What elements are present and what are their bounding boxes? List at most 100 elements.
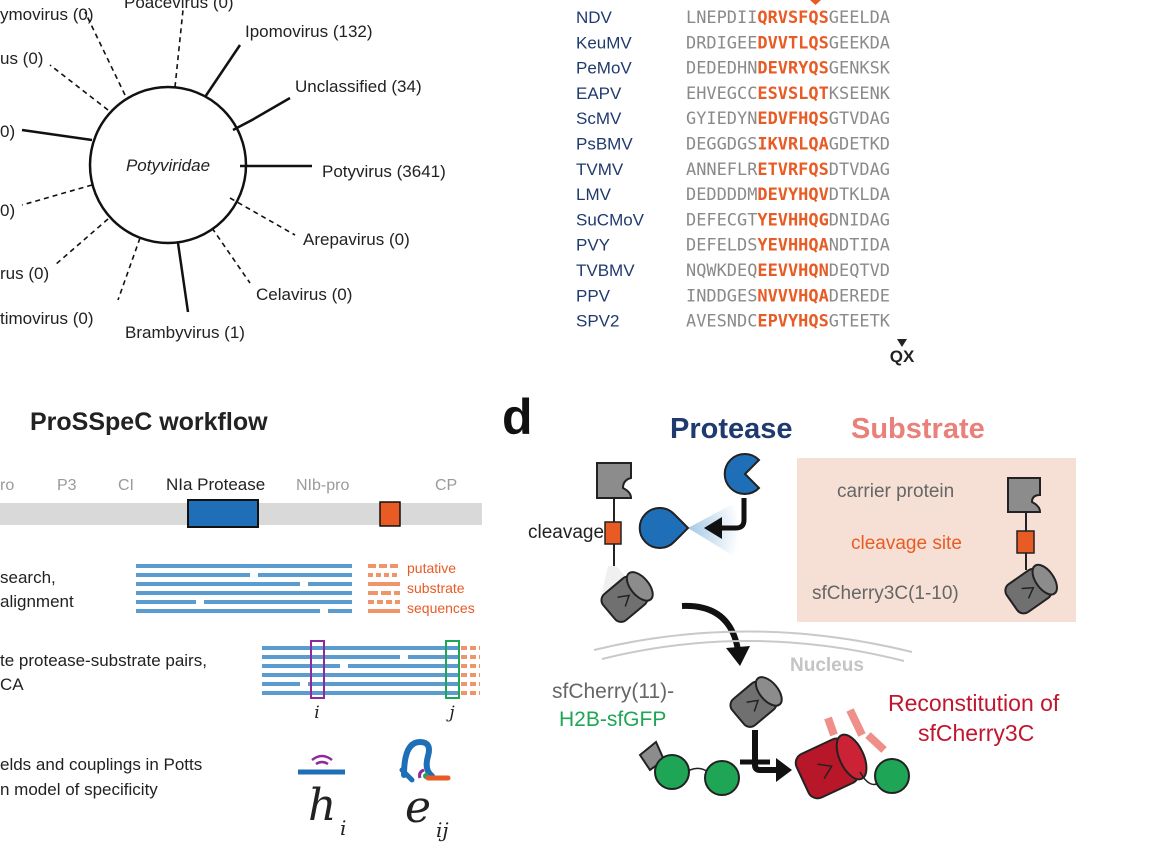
label-poacevirus: Poacevirus (0) — [124, 0, 234, 12]
panel-a-tree: Potyviridae Poacevirus (0) Ipomovirus (1… — [0, 0, 446, 342]
branch-left-dash — [21, 184, 93, 206]
label-ipomovirus: Ipomovirus (132) — [245, 22, 373, 41]
step2-line2: CA — [0, 675, 24, 694]
label-potyvirus: Potyvirus (3641) — [322, 162, 446, 181]
seq-flank: NQWKDEQ — [686, 261, 757, 281]
seq-name: EAPV — [576, 84, 622, 103]
legend-carrier: carrier protein — [837, 481, 954, 502]
cut-arrow — [897, 339, 907, 347]
protease-arrow-line — [716, 498, 747, 531]
label-brambyvirus: Brambyvirus (1) — [125, 323, 245, 342]
column-j-box — [445, 640, 460, 699]
branch-brambyvirus — [176, 242, 190, 313]
seq-flank: DEDEDHN — [686, 59, 757, 79]
seq-cleavage-motif: QRVSFQS — [757, 8, 828, 28]
protease-arrowhead — [704, 517, 722, 539]
e-symbol: e — [405, 782, 431, 833]
msa-lines-2-substrate — [461, 646, 480, 695]
fluorescence-rays — [824, 708, 887, 753]
seq-cleavage-motif: ESVSLQT — [757, 84, 828, 104]
step2-line1: te protease-substrate pairs, — [0, 651, 207, 670]
seq-name: PsBMV — [576, 135, 633, 154]
putative-line2: substrate — [407, 580, 465, 596]
seq-flank: DEFECGT — [686, 210, 757, 230]
seq-flank: GTEETK — [829, 312, 891, 332]
sfcherry11-label: sfCherry(11)- — [552, 680, 674, 703]
seq-flank: DRDIGEE — [686, 33, 757, 53]
seq-name: PeMoV — [576, 59, 632, 78]
seq-cleavage-motif: ETVRFQS — [757, 160, 828, 180]
nia-protease-block — [187, 499, 259, 528]
branch-unclassified — [232, 96, 291, 132]
label-us: us (0) — [0, 49, 43, 68]
seq-cleavage-motif: YEVHHQA — [757, 236, 828, 256]
seq-flank: DEQTVD — [829, 261, 890, 281]
legend-sfcherry: sfCherry3C(1-10) — [812, 583, 959, 604]
nucleus-membrane-inner — [601, 640, 905, 662]
label-left-dash: 0) — [0, 201, 15, 220]
reconstituted-barrel — [794, 733, 868, 800]
step1-line2: alignment — [0, 592, 74, 611]
gene-p3: P3 — [57, 477, 77, 494]
step3-line1: elds and couplings in Potts — [0, 755, 202, 774]
legend-carrier-shape — [1007, 477, 1042, 513]
seq-flank: DTKLDA — [829, 185, 890, 205]
seq-flank: AVESNDC — [686, 312, 757, 332]
transport-arrowhead — [726, 646, 750, 666]
protease-bound — [638, 507, 690, 549]
seq-flank: KSEENK — [829, 84, 891, 104]
msa-lines-1 — [136, 564, 352, 613]
seq-cleavage-motif: DEVRYQS — [757, 59, 828, 79]
gene-nib-pro: NIb-pro — [296, 477, 349, 494]
family-label: Potyviridae — [126, 156, 210, 175]
reconstitution-line2: sfCherry3C — [918, 720, 1034, 746]
branch-celavirus — [211, 227, 251, 284]
h-symbol: h — [308, 780, 336, 831]
seq-flank: DTVDAG — [829, 160, 890, 180]
panel-d-assay: d Protease Substrate carrier protein cle… — [502, 389, 1076, 800]
branch-ipomovirus — [203, 44, 242, 98]
seq-cleavage-motif: DEVYHQV — [757, 185, 828, 205]
protease-free — [723, 453, 761, 495]
seq-name: NDV — [576, 8, 613, 27]
label-unclassified: Unclassified (34) — [295, 77, 422, 96]
released-barrel — [600, 571, 654, 623]
field-icon — [298, 754, 345, 775]
seq-cleavage-motif: EPVYHQS — [757, 312, 828, 332]
cleavage-site-block — [379, 501, 401, 527]
gene-nia-protease: NIa Protease — [166, 475, 265, 494]
seq-name: PPV — [576, 286, 611, 305]
cleavage-label: cleavage — [528, 522, 604, 543]
column-i-box — [310, 640, 325, 699]
msa-lines-2 — [262, 646, 460, 695]
label-timovirus: timovirus (0) — [0, 309, 94, 328]
branch-timovirus — [117, 237, 141, 301]
legend-cleavage-shape — [1016, 530, 1035, 554]
seq-name: SPV2 — [576, 312, 619, 331]
putative-lines — [368, 564, 400, 613]
gfp-left-2 — [704, 760, 740, 796]
top-marker — [810, 0, 821, 5]
legend-barrel-shape — [1004, 563, 1058, 615]
substrate-title: Substrate — [851, 413, 985, 445]
branch-ymovirus — [84, 11, 126, 96]
h-subscript: i — [340, 816, 346, 840]
seq-cleavage-motif: IKVRLQA — [757, 135, 828, 155]
seq-cleavage-motif: EDVFHQS — [757, 109, 828, 129]
branch-poacevirus — [174, 9, 184, 88]
seq-name: KeuMV — [576, 33, 632, 52]
seq-cleavage-motif: YEVHHQG — [757, 210, 828, 230]
e-subscript: ij — [436, 818, 449, 842]
legend-cleavage-site: cleavage site — [851, 533, 962, 554]
label-celavirus: Celavirus (0) — [256, 285, 352, 304]
h2b-label: H2B-sfGFP — [559, 708, 666, 731]
seq-cleavage-motif: NVVVHQA — [757, 286, 828, 306]
panel-d-letter: d — [502, 389, 533, 445]
carrier-shape — [596, 462, 633, 499]
seq-flank: GENKSK — [829, 59, 891, 79]
step3-line2: n model of specificity — [0, 780, 158, 799]
seq-flank: DEGGDGS — [686, 135, 757, 155]
label-arepavirus: Arepavirus (0) — [303, 230, 410, 249]
